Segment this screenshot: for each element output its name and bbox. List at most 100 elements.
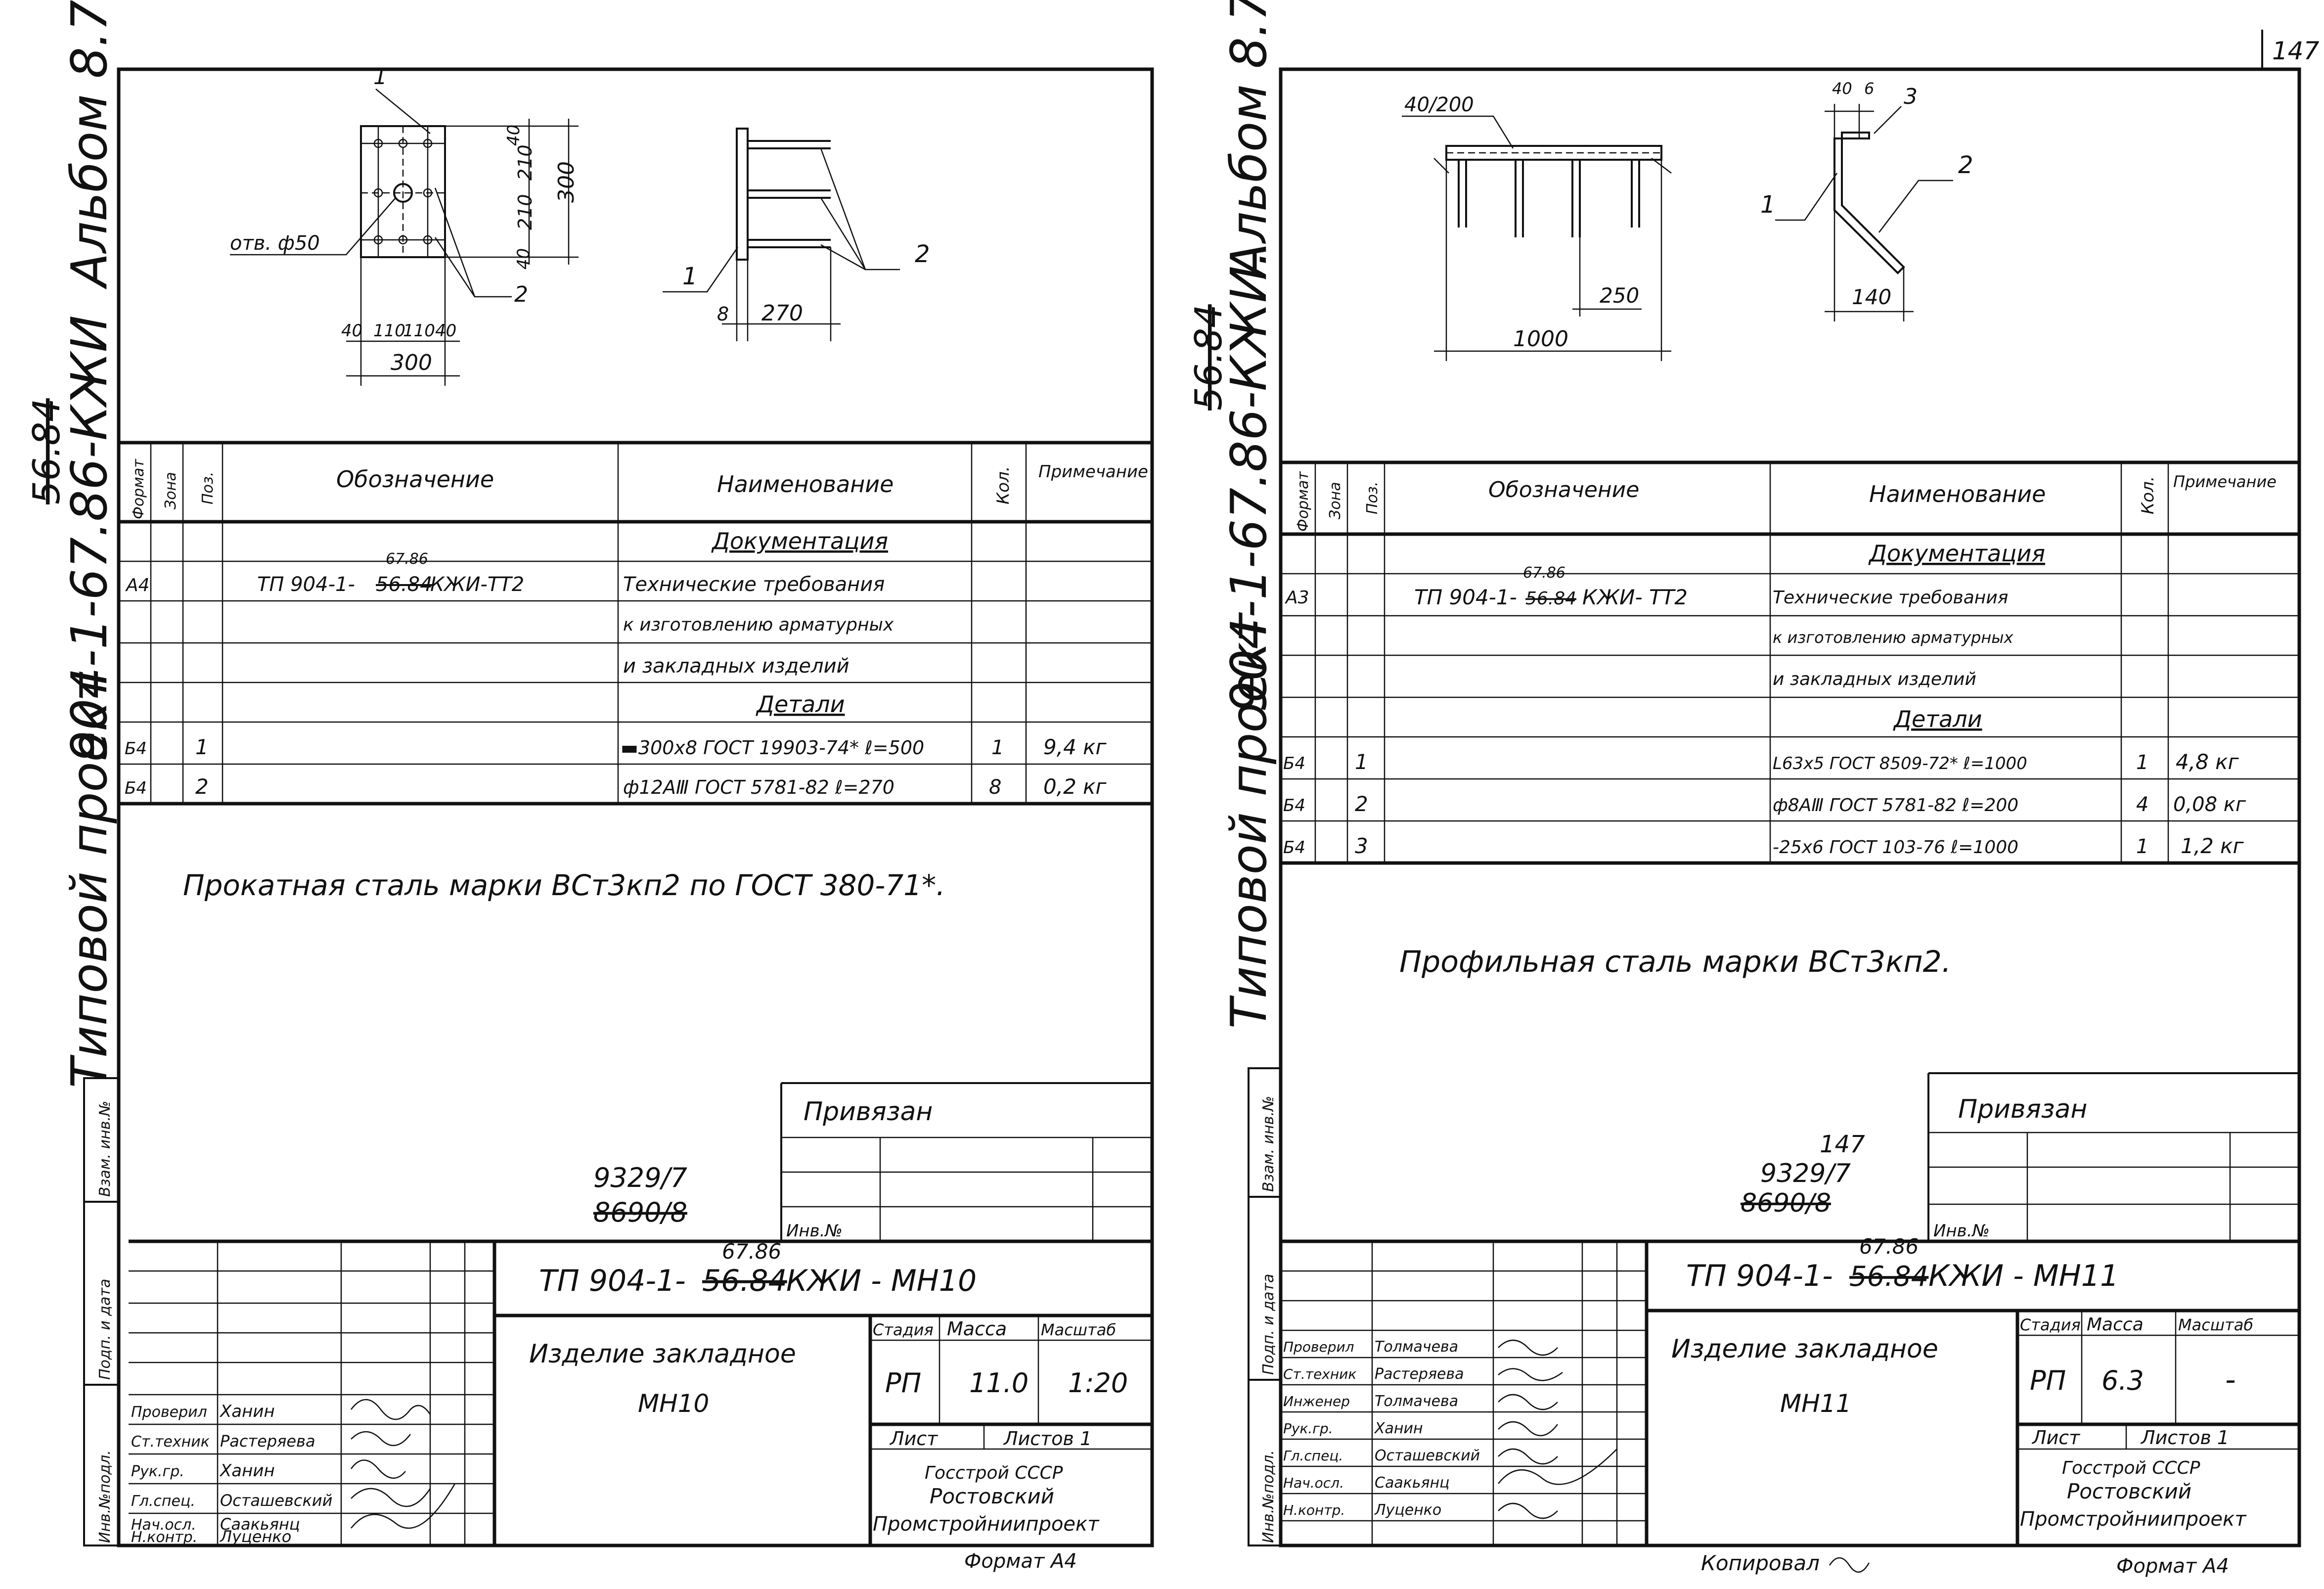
svg-text:Осташевский: Осташевский: [220, 1491, 332, 1510]
svg-text:67.86: 67.86: [1859, 1234, 1919, 1259]
right-section-view: 40 6 3 1 2 140: [1760, 79, 1973, 321]
svg-text:Обозначение: Обозначение: [1488, 477, 1639, 502]
svg-text:Толмачева: Толмачева: [1375, 1393, 1458, 1410]
svg-text:Гл.спец.: Гл.спец.: [1283, 1448, 1343, 1464]
svg-text:Изделие закладное: Изделие закладное: [1671, 1334, 1938, 1364]
svg-text:Кол.: Кол.: [993, 466, 1013, 504]
svg-text:МН10: МН10: [638, 1389, 709, 1418]
svg-text:А3: А3: [1285, 588, 1309, 608]
left-title-block: ТП 904-1- 56.84 67.86 КЖИ - МН10 Изделие…: [129, 1239, 1152, 1573]
right-archive-extra: 147: [1820, 1131, 1865, 1158]
svg-text:ТП 904-1-: ТП 904-1-: [539, 1264, 686, 1298]
svg-text:Типовой проект: Типовой проект: [1220, 612, 1278, 1029]
svg-text:и закладных изделий: и закладных изделий: [1773, 669, 1976, 689]
svg-text:ТП 904-1-: ТП 904-1-: [1686, 1259, 1833, 1293]
right-spec-table: Формат Зона Поз. Обозначение Наименовани…: [1281, 462, 2299, 865]
svg-text:Рук.гр.: Рук.гр.: [131, 1463, 184, 1480]
svg-text:40: 40: [1832, 79, 1852, 98]
left-side-view: 8 270 1 2: [663, 128, 930, 341]
svg-text:Б4: Б4: [1283, 838, 1305, 858]
svg-text:Детали: Детали: [1893, 706, 1982, 732]
svg-text:1: 1: [373, 64, 387, 90]
svg-text:Формат: Формат: [130, 458, 147, 519]
svg-text:РП: РП: [2030, 1365, 2066, 1396]
svg-text:Луценко: Луценко: [1374, 1501, 1441, 1519]
svg-text:к изготовлению арматурных: к изготовлению арматурных: [623, 615, 894, 635]
svg-text:6.3: 6.3: [2101, 1365, 2144, 1396]
svg-text:56.84: 56.84: [376, 573, 433, 596]
svg-text:Ханин: Ханин: [219, 1461, 275, 1481]
svg-text:Промстройниипроект: Промстройниипроект: [873, 1513, 1100, 1536]
svg-text:Инв.№подл.: Инв.№подл.: [96, 1450, 114, 1543]
svg-text:ф8АⅢ ГОСТ 5781-82 ℓ=200: ф8АⅢ ГОСТ 5781-82 ℓ=200: [1773, 795, 2018, 816]
svg-text:2: 2: [915, 240, 930, 268]
svg-text:Типовой проект: Типовой проект: [60, 672, 118, 1088]
svg-text:Осташевский: Осташевский: [1375, 1447, 1480, 1464]
svg-text:210: 210: [514, 144, 536, 181]
right-archive-new: 9329/7: [1760, 1159, 1851, 1188]
svg-text:1: 1: [195, 735, 209, 759]
svg-text:3: 3: [1904, 84, 1918, 109]
svg-text:40: 40: [514, 248, 534, 270]
svg-text:250: 250: [1600, 283, 1639, 308]
svg-text:Подп. и дата: Подп. и дата: [96, 1279, 114, 1380]
left-privyazan-block: Привязан Инв.№: [780, 1082, 1152, 1241]
svg-text:2: 2: [1958, 151, 1973, 179]
svg-text:Гл.спец.: Гл.спец.: [131, 1493, 195, 1510]
svg-text:904-1-67.86-КЖИ.: 904-1-67.86-КЖИ.: [1220, 250, 1278, 712]
left-sheet: Типовой проект 904-1-67.86-КЖИ 56.84 Аль…: [25, 0, 1154, 1573]
svg-text:300: 300: [554, 161, 579, 203]
svg-text:▬300х8 ГОСТ 19903-74* ℓ=500: ▬300х8 ГОСТ 19903-74* ℓ=500: [621, 737, 924, 759]
left-archive-old: 8690/8: [593, 1197, 687, 1228]
svg-text:Формат: Формат: [1295, 471, 1312, 532]
svg-text:110: 110: [403, 321, 435, 341]
svg-text:-25х6 ГОСТ 103-76 ℓ=1000: -25х6 ГОСТ 103-76 ℓ=1000: [1773, 837, 2018, 858]
svg-text:140: 140: [1852, 285, 1891, 309]
left-material-note: Прокатная сталь марки ВСт3кп2 по ГОСТ 38…: [183, 868, 945, 902]
right-material-note: Профильная сталь марки ВСт3кп2.: [1399, 945, 1951, 979]
svg-text:56.84: 56.84: [1849, 1261, 1928, 1293]
svg-text:0,2 кг: 0,2 кг: [1043, 774, 1107, 799]
svg-text:300: 300: [391, 350, 432, 375]
svg-text:Привязан: Привязан: [1958, 1094, 2087, 1124]
svg-text:Стадия: Стадия: [2020, 1316, 2081, 1334]
svg-text:и закладных изделий: и закладных изделий: [623, 655, 849, 678]
svg-text:ТП 904-1-: ТП 904-1-: [257, 573, 355, 596]
svg-text:3: 3: [1355, 834, 1368, 858]
svg-text:Ст.техник: Ст.техник: [131, 1433, 210, 1451]
svg-text:210: 210: [514, 194, 536, 230]
svg-text:Инв.№подл.: Инв.№подл.: [1260, 1450, 1277, 1543]
svg-text:Масса: Масса: [2087, 1315, 2144, 1335]
svg-text:L63х5 ГОСТ 8509-72* ℓ=1000: L63х5 ГОСТ 8509-72* ℓ=1000: [1773, 754, 2027, 773]
svg-text:56.84: 56.84: [702, 1264, 787, 1298]
svg-text:Инженер: Инженер: [1283, 1393, 1350, 1409]
svg-text:Обозначение: Обозначение: [336, 466, 494, 493]
svg-text:40: 40: [435, 321, 456, 341]
svg-text:56.84: 56.84: [1525, 589, 1576, 609]
svg-text:1: 1: [991, 736, 1004, 759]
svg-text:Стадия: Стадия: [873, 1320, 934, 1339]
svg-text:Нач.осл.: Нач.осл.: [131, 1516, 196, 1534]
svg-text:67.86: 67.86: [386, 550, 428, 568]
svg-text:1: 1: [682, 263, 698, 290]
svg-text:1: 1: [1760, 191, 1776, 219]
svg-text:Ст.техник: Ст.техник: [1283, 1366, 1356, 1382]
svg-text:отв. ф50: отв. ф50: [230, 232, 320, 255]
svg-text:Госстрой СССР: Госстрой СССР: [925, 1463, 1063, 1483]
svg-text:Луценко: Луценко: [220, 1527, 291, 1546]
svg-text:1: 1: [1355, 750, 1368, 774]
svg-text:9,4 кг: 9,4 кг: [1043, 735, 1107, 759]
svg-text:904-1-67.86-КЖИ: 904-1-67.86-КЖИ: [60, 315, 118, 762]
svg-text:Инв.№: Инв.№: [1933, 1221, 1990, 1241]
svg-text:Зона: Зона: [162, 472, 179, 509]
svg-text:Листов 1: Листов 1: [2140, 1427, 2229, 1449]
svg-text:1,2 кг: 1,2 кг: [2181, 834, 2244, 858]
svg-text:к изготовлению арматурных: к изготовлению арматурных: [1773, 628, 2014, 647]
svg-text:1000: 1000: [1513, 326, 1568, 352]
svg-text:Подп. и дата: Подп. и дата: [1260, 1274, 1277, 1375]
svg-text:Масштаб: Масштаб: [1041, 1320, 1116, 1339]
page-number: 147: [2272, 37, 2320, 65]
svg-text:Промстройниипроект: Промстройниипроект: [2020, 1508, 2247, 1531]
svg-text:40/200: 40/200: [1404, 93, 1474, 116]
